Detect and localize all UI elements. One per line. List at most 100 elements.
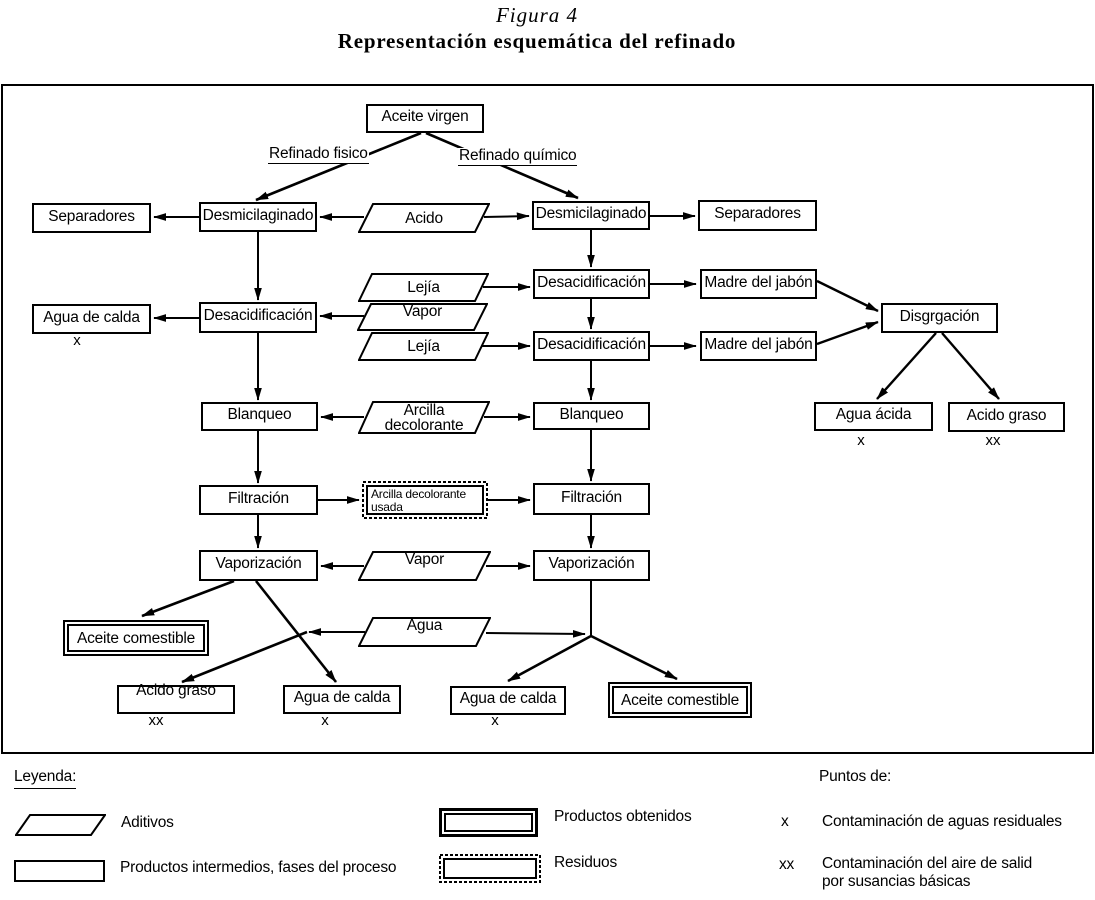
node-separadores-izq: Separadores [32, 203, 151, 233]
node-label: Desacidificación [537, 335, 646, 353]
node-label: Lejía [407, 279, 440, 296]
node-label: Aceite comestible [76, 629, 196, 647]
node-label: Blanqueo [559, 405, 624, 423]
node-label: Acido graso [136, 682, 216, 699]
legend-label-productos-obtenidos: Productos obtenidos [554, 808, 692, 825]
node-label: Vaporización [548, 555, 635, 572]
node-label: Desacidificación [537, 273, 646, 291]
node-label: Agua de calda [293, 689, 391, 706]
node-desacidificacion-der-1: Desacidificación [533, 269, 650, 299]
node-desacidificacion-izq: Desacidificación [199, 302, 317, 333]
node-label: Vaporización [215, 555, 302, 572]
legend-symbol-productos-intermedios [14, 860, 105, 882]
node-label: Vapor [404, 551, 445, 568]
figure-title: Representación esquemática del refinado [337, 29, 737, 53]
node-label-line: decolorante [384, 416, 464, 434]
arrow-vaporizacion-izq-to-aceite-comestible-izq [141, 579, 235, 618]
branch-label-refinado-quimico: Refinado químico [458, 147, 578, 166]
node-aceite-comestible-izq: Aceite comestible [63, 620, 209, 656]
node-label: Madre del jabón [704, 335, 813, 353]
points-xx-label: Contaminación del aire de salid por susa… [822, 855, 1032, 891]
arrow-disgrgacion-to-agua-acida [876, 332, 937, 400]
node-label: Disgrgación [899, 307, 980, 325]
node-agua-de-calda-izq: Agua de calda [32, 304, 151, 334]
node-disgrgacion: Disgrgación [881, 303, 998, 333]
node-label: Desmicilaginado [535, 205, 647, 222]
arrow-junction-der-to-agua-de-calda-inf-2 [507, 634, 592, 683]
parallelogram-shape [358, 617, 491, 647]
parallelogram-shape [358, 273, 489, 302]
node-vaporizacion-izq: Vaporización [199, 550, 318, 581]
contamination-mark-agua-de-calda-izq: x [73, 332, 81, 349]
points-xx-label-line: por susancias básicas [822, 873, 971, 890]
arrow-junction-izq-to-acido-graso-inf [181, 630, 308, 684]
node-filtracion-izq: Filtración [199, 485, 318, 515]
node-label: Vapor [402, 303, 443, 320]
legend-label-aditivos: Aditivos [121, 814, 174, 831]
node-agua-de-calda-inf-2: Agua de calda [450, 686, 566, 715]
node-vapor-inferior: Vapor [358, 551, 491, 581]
node-vapor-medio: Vapor [357, 303, 488, 331]
legend-symbol-aditivos [14, 814, 107, 836]
node-label: Separadores [714, 205, 801, 222]
node-agua-de-calda-inf-1: Agua de calda [283, 685, 401, 714]
points-x-mark: x [781, 813, 789, 830]
node-label: Separadores [48, 207, 135, 225]
node-agua-acida: Agua ácida [814, 402, 933, 431]
contamination-mark-agua-de-calda-inf-1: x [321, 712, 329, 729]
node-label: Filtración [561, 488, 622, 506]
arrow-acido-to-desmicilaginado-der [483, 212, 530, 221]
points-x-label: Contaminación de aguas residuales [822, 813, 1062, 830]
node-label: Agua de calda [43, 308, 140, 326]
legend-label-productos-intermedios: Productos intermedios, fases del proceso [120, 859, 397, 876]
node-label: Aceite virgen [381, 108, 469, 125]
arrow-vaporizacion-izq-to-agua-de-calda-inf-1 [254, 580, 338, 683]
legend-heading: Leyenda: [14, 768, 76, 789]
node-label: Madre del jabón [704, 273, 813, 291]
node-label: Agua [406, 617, 443, 634]
points-xx-label-line: Contaminación del aire de salid [822, 855, 1033, 872]
arrow-junction-der-to-aceite-comestible-der [590, 634, 678, 681]
contamination-mark-agua-de-calda-inf-2: x [491, 712, 499, 729]
parallelogram-shape [357, 303, 488, 331]
node-label: Aceite comestible [620, 691, 740, 709]
node-aceite-virgen: Aceite virgen [366, 104, 484, 133]
node-lejia-2: Lejía [358, 332, 489, 361]
node-label: Acido [405, 209, 443, 227]
branch-label-refinado-fisico: Refinado fisico [268, 145, 369, 164]
node-acido: Acido [358, 203, 490, 233]
node-madre-del-jabon-1: Madre del jabón [700, 269, 817, 299]
diagram-border [1, 84, 1094, 754]
node-label: Agua ácida [835, 406, 912, 423]
node-acido-graso-der: Acido graso [948, 402, 1065, 432]
node-blanqueo-der: Blanqueo [533, 402, 650, 430]
node-label-line: usada [371, 500, 403, 514]
node-aceite-comestible-der: Aceite comestible [608, 682, 752, 718]
node-label: Desmicilaginado [202, 206, 314, 224]
dashed-double-border-shape [362, 481, 488, 519]
node-filtracion-der: Filtración [533, 483, 650, 515]
node-separadores-der: Separadores [698, 200, 817, 231]
legend-parallelogram-shape [14, 814, 107, 836]
node-label: Acido graso [966, 406, 1047, 424]
node-agua: Agua [358, 617, 491, 647]
legend-symbol-productos-obtenidos [439, 808, 538, 837]
parallelogram-shape [358, 551, 491, 581]
arrow-agua-to-junction-der [485, 629, 586, 638]
double-border-inner [444, 813, 533, 832]
parallelogram-shape [358, 401, 490, 434]
legend-symbol-residuos [439, 854, 541, 883]
node-desmicilaginado-der: Desmicilaginado [532, 201, 650, 230]
node-label: Filtración [228, 489, 289, 507]
points-heading: Puntos de: [819, 768, 892, 785]
arrow-madre-del-jabon-2-to-disgrgacion [816, 320, 879, 346]
node-label-line: Arcilla [403, 401, 445, 419]
double-border-inner: Aceite comestible [67, 624, 205, 652]
node-label: Lejía [407, 338, 440, 355]
node-vaporizacion-der: Vaporización [533, 550, 650, 581]
